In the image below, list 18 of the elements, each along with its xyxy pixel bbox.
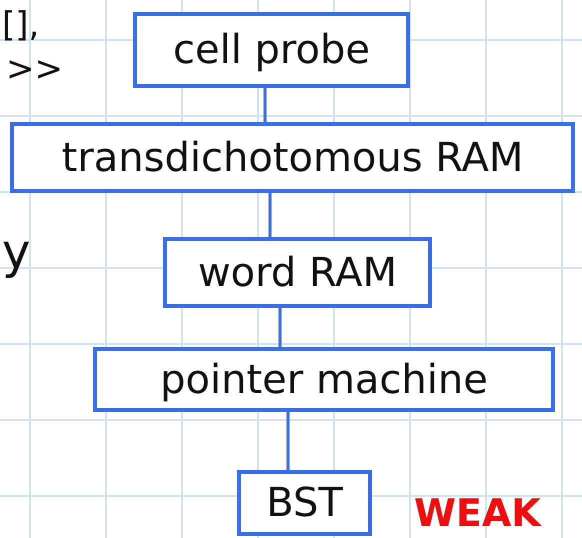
connector-line xyxy=(286,412,290,470)
model-box xyxy=(133,12,410,88)
model-name: BST xyxy=(266,480,343,526)
connector-line xyxy=(268,193,272,237)
connector-line xyxy=(278,308,282,347)
connector-line xyxy=(264,88,266,122)
text-fragment: y xyxy=(2,228,30,276)
text-fragment: >> xyxy=(6,52,63,86)
model-name: word RAM xyxy=(198,250,398,296)
model-box xyxy=(93,347,555,412)
model-box xyxy=(237,470,372,536)
note-text: WEAK xyxy=(414,494,541,532)
model-name: cell probe xyxy=(173,27,370,73)
model-name: transdichotomous RAM xyxy=(62,134,524,180)
model-box xyxy=(163,237,432,308)
model-name: pointer machine xyxy=(160,356,488,402)
text-fragment: [], xyxy=(2,8,40,42)
model-box xyxy=(10,122,575,193)
